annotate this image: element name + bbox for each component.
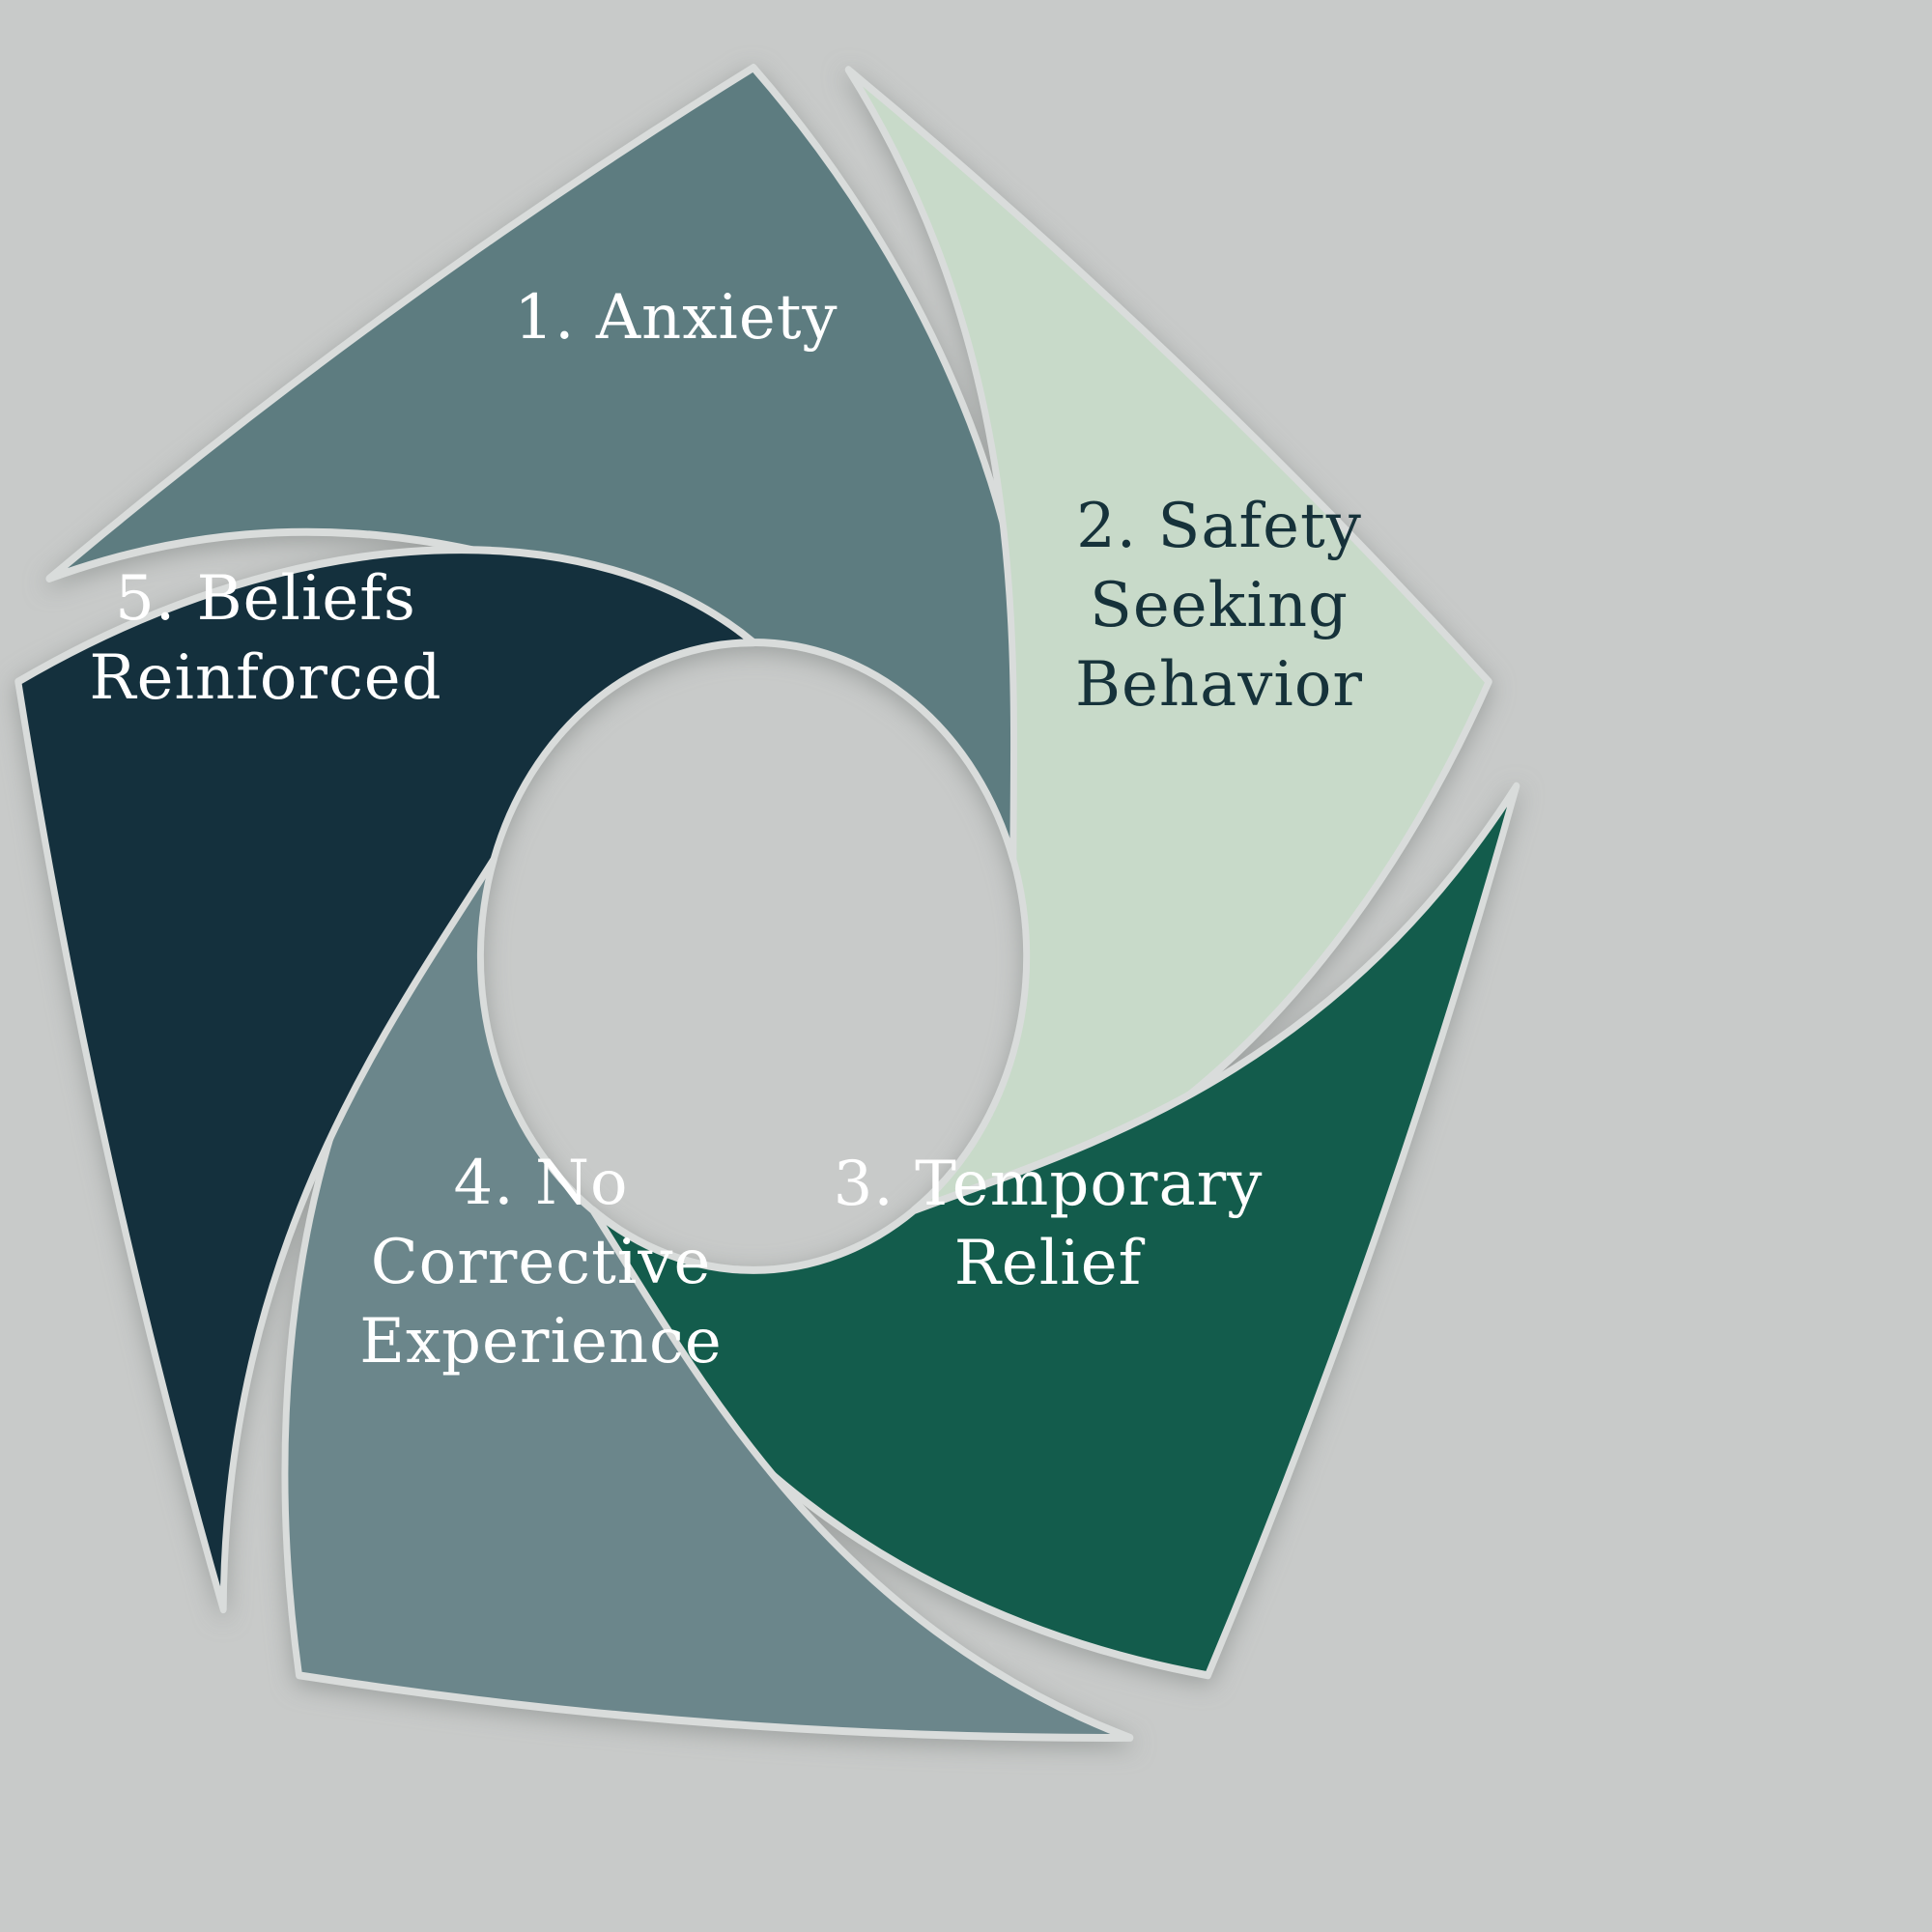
label-safety-seeking-behavior: 2. Safety Seeking Behavior	[1074, 491, 1364, 721]
label-anxiety: 1. Anxiety	[514, 282, 838, 355]
label-temporary-relief: 3. Temporary Relief	[833, 1149, 1264, 1299]
label-beliefs-reinforced: 5. Beliefs Reinforced	[89, 563, 442, 714]
label-no-corrective-experience: 4. No Corrective Experience	[359, 1148, 723, 1378]
